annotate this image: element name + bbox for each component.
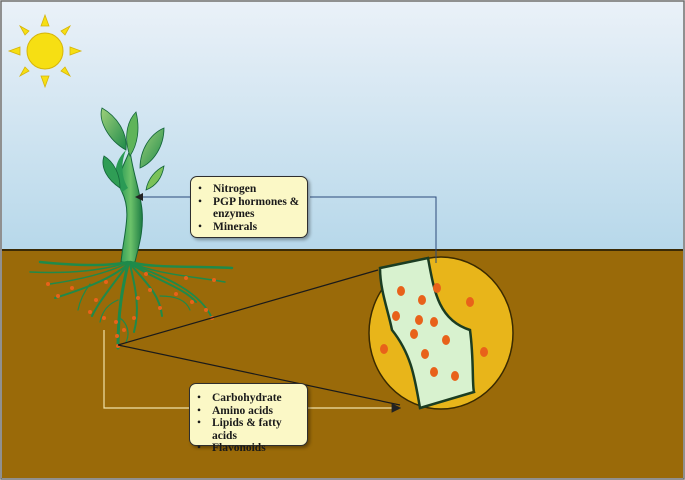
- leaf-icon: [145, 165, 165, 191]
- bullet-icon: •: [197, 442, 202, 454]
- bullet-icon: •: [197, 404, 202, 417]
- list-item: •Minerals: [198, 220, 258, 233]
- bullet-icon: •: [198, 220, 203, 233]
- rhizosphere-zoom-circle: [368, 256, 514, 410]
- plant-benefits-list: •Nitrogen •PGP hormones & enzymes •Miner…: [195, 183, 303, 233]
- exudate-flow-arrow: [103, 330, 189, 409]
- bullet-icon: •: [197, 417, 202, 429]
- root-exudates-box: •Carbohydrate •Amino acids •Lipids & fat…: [189, 383, 308, 454]
- leaf-icon: [126, 111, 139, 157]
- root-cell: [378, 256, 476, 410]
- sun-icon: [7, 13, 83, 89]
- list-item: •Amino acids: [197, 404, 274, 417]
- nutrient-flow-arrow: [135, 193, 437, 263]
- leaf-icon: [139, 127, 165, 169]
- plant-benefits-box: •Nitrogen •PGP hormones & enzymes •Miner…: [190, 176, 308, 238]
- plant: [100, 107, 165, 263]
- list-item: •PGP hormones &: [198, 195, 300, 208]
- zoom-lines: [117, 269, 401, 406]
- list-item: •Lipids & fatty acids: [197, 417, 282, 442]
- root-bacteria: [46, 272, 216, 348]
- list-item: •Carbohydrate: [197, 392, 282, 404]
- list-item: •Flavonoids: [197, 442, 266, 454]
- list-item: •Nitrogen: [198, 183, 257, 195]
- list-item: enzymes: [213, 208, 255, 220]
- leaf-icon: [102, 155, 121, 189]
- bullet-icon: •: [198, 183, 203, 195]
- soil: [2, 250, 683, 478]
- leaf-icon: [100, 107, 127, 151]
- bullet-icon: •: [198, 195, 203, 208]
- root-exudates-list: •Carbohydrate •Amino acids •Lipids & fat…: [194, 392, 303, 455]
- bullet-icon: •: [197, 392, 202, 404]
